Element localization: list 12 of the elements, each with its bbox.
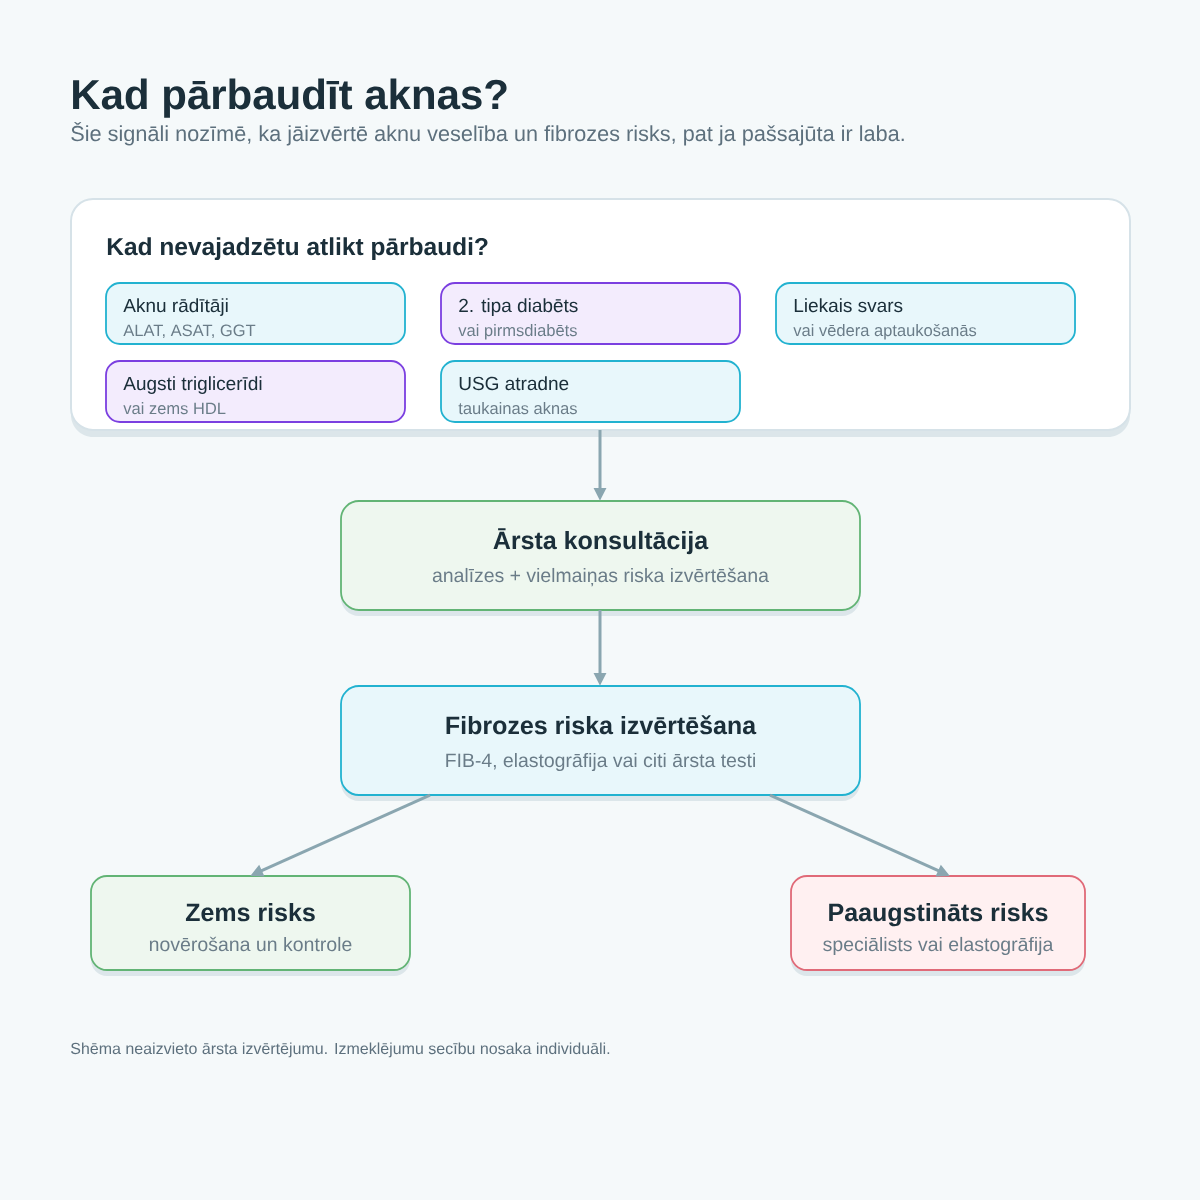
- signal-card: Augsti triglicerīdi vai zems HDL: [105, 360, 406, 423]
- result-box: Zems risks novērošana un kontrole: [90, 875, 411, 976]
- result-box: Paaugstināts risks speciālists vai elastogrāfija: [790, 875, 1086, 976]
- signal-card: Aknu rādītāji ALAT, ASAT, GGT: [105, 282, 406, 345]
- footnote: Shēma neaizvieto ārsta izvērtējumu. Izmeklējumu secību nosaka individuāli.: [71, 1042, 610, 1058]
- step-box: Ārsta konsultācija analīzes + vielmaiņas riska izvērtēšana: [340, 500, 861, 616]
- signal-card: Liekais svars vai vēdera aptaukošanās: [775, 282, 1076, 345]
- signal-card: 2. tipa diabēts vai pirmsdiabēts: [440, 282, 741, 345]
- signal-card: USG atradne taukainas aknas: [440, 360, 741, 423]
- step-box: Fibrozes riska izvērtēšana FIB-4, elastogrāfija vai citi ārsta testi: [340, 685, 861, 801]
- title: Kad pārbaudīt aknas?: [73, 78, 507, 118]
- subtitle: Šie signāli nozīmē, ka jāizvērtē aknu veselība un fibrozes risks, pat ja pašsajūta ir laba.: [71, 122, 904, 146]
